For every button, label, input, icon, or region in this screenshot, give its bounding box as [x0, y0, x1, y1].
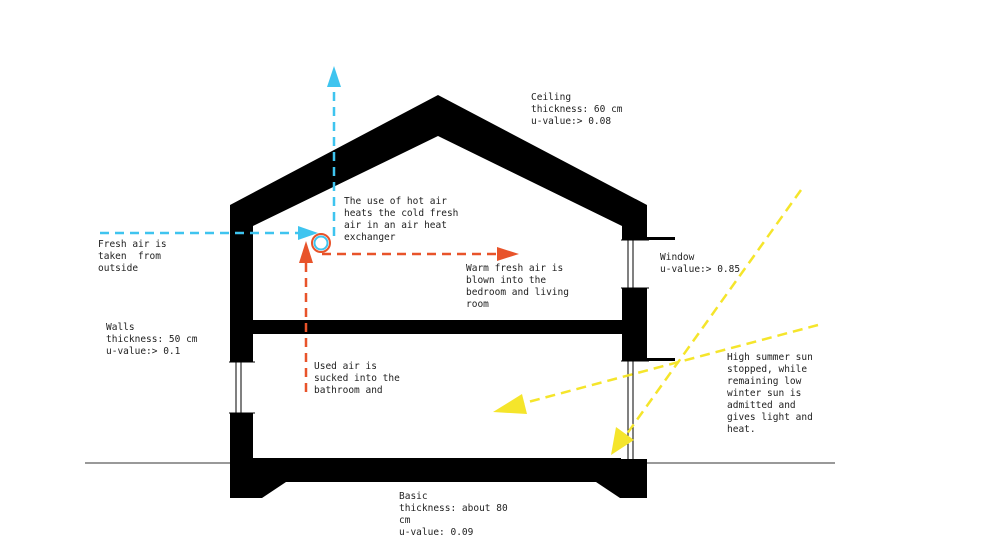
walls-line-1: Walls: [106, 322, 135, 333]
walls-label: Walls thickness: 50 cm u-value:> 0.1: [106, 322, 198, 358]
used-air-line-3: bathroom and: [314, 385, 383, 396]
exchanger-line-3: air in an air heat: [344, 220, 447, 231]
overhang-upper: [646, 237, 675, 240]
used-air-line-1: Used air is: [314, 361, 377, 372]
warm-air-arrows: [299, 241, 519, 392]
sun-label: High summer sun stopped, while remaining…: [727, 352, 813, 436]
sun-line-3: remaining low: [727, 376, 802, 387]
warm-air-line-3: bedroom and living: [466, 287, 569, 298]
walls-line-3: u-value:> 0.1: [106, 346, 181, 357]
floor-slab: [250, 320, 625, 334]
sun-line-4: winter sun is: [727, 388, 802, 399]
sun-line-5: admitted and: [727, 400, 796, 411]
walls-line-2: thickness: 50 cm: [106, 334, 198, 345]
sun-line-7: heat.: [727, 424, 756, 435]
house-shell: [230, 95, 647, 498]
exchanger-label: The use of hot air heats the cold fresh …: [344, 196, 458, 244]
sun-rays: [493, 189, 819, 455]
window-line-2: u-value:> 0.85: [660, 264, 741, 275]
fresh-air-line-2: taken from: [98, 251, 161, 262]
basic-line-3: cm: [399, 515, 411, 526]
fresh-air-arrows: [100, 66, 341, 240]
heat-exchanger-icon: [311, 233, 331, 253]
warm-air-label: Warm fresh air is blown into the bedroom…: [466, 263, 569, 311]
left-window: [229, 361, 255, 414]
ceiling-line-1: Ceiling: [531, 92, 572, 103]
basic-line-1: Basic: [399, 491, 428, 502]
used-air-label: Used air is sucked into the bathroom and: [314, 361, 400, 397]
exchanger-line-4: exchanger: [344, 232, 396, 243]
ceiling-line-2: thickness: 60 cm: [531, 104, 623, 115]
basic-line-2: thickness: about 80: [399, 503, 508, 514]
fresh-air-line-1: Fresh air is: [98, 239, 167, 250]
sun-line-1: High summer sun: [727, 352, 813, 363]
sun-line-2: stopped, while: [727, 364, 808, 375]
window-line-1: Window: [660, 252, 695, 263]
exchanger-line-2: heats the cold fresh: [344, 208, 459, 219]
fresh-air-label: Fresh air is taken from outside: [98, 239, 167, 275]
warm-air-line-2: blown into the: [466, 275, 547, 286]
basic-label: Basic thickness: about 80 cm u-value: 0.…: [399, 491, 508, 539]
fresh-air-line-3: outside: [98, 263, 139, 274]
sun-line-6: gives light and: [727, 412, 813, 423]
overhang-lower: [646, 358, 675, 361]
used-air-line-2: sucked into the: [314, 373, 400, 384]
basic-line-4: u-value: 0.09: [399, 527, 474, 538]
exchanger-line-1: The use of hot air: [344, 196, 447, 207]
warm-air-line-1: Warm fresh air is: [466, 263, 564, 274]
ceiling-label: Ceiling thickness: 60 cm u-value:> 0.08: [531, 92, 623, 128]
warm-air-line-4: room: [466, 299, 489, 310]
ceiling-line-3: u-value:> 0.08: [531, 116, 612, 127]
window-label: Window u-value:> 0.85: [660, 252, 740, 276]
right-window-upper: [621, 239, 649, 289]
